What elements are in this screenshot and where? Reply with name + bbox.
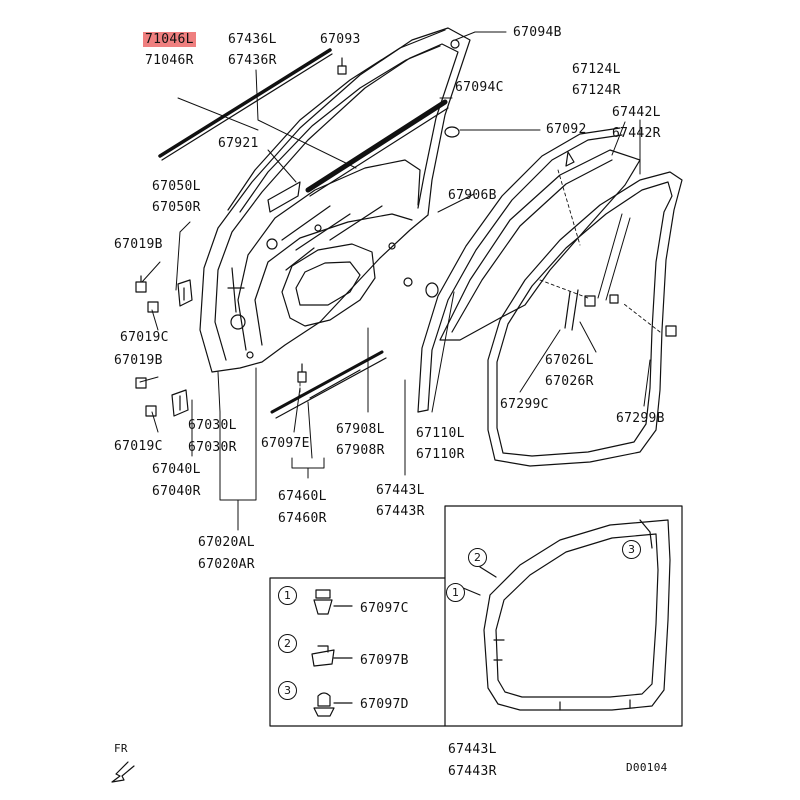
- glass-run-channel: [417, 127, 623, 413]
- part-67443R-detail: 67443R: [448, 764, 497, 779]
- callout-2-strip: 2: [468, 548, 487, 567]
- part-67026L: 67026L: [545, 353, 594, 368]
- part-67443R-main: 67443R: [376, 504, 425, 519]
- clip-b: [311, 645, 353, 667]
- part-67094C: 67094C: [455, 80, 504, 95]
- part-67097C: 67097C: [360, 601, 409, 616]
- door-weatherstrip: [487, 171, 683, 467]
- part-67093: 67093: [320, 32, 361, 47]
- part-71046L: 71046L: [143, 32, 196, 47]
- part-67442R: 67442R: [612, 126, 661, 141]
- clip-67093: [337, 57, 347, 75]
- part-67442L: 67442L: [612, 105, 661, 120]
- part-67019B-upper: 67019B: [114, 237, 163, 252]
- callout-1-strip: 1: [446, 583, 465, 602]
- diagram-code: D00104: [626, 761, 668, 774]
- lower-hinge: [171, 389, 189, 417]
- part-67110L: 67110L: [416, 426, 465, 441]
- part-67097E: 67097E: [261, 436, 310, 451]
- inset-weatherstrip: [455, 519, 671, 711]
- fr-arrow: [111, 761, 135, 783]
- upper-hinge: [177, 279, 193, 307]
- part-67124R: 67124R: [572, 83, 621, 98]
- part-67030R: 67030R: [188, 440, 237, 455]
- door-glass: [439, 149, 641, 341]
- part-67908L: 67908L: [336, 422, 385, 437]
- part-67110R: 67110R: [416, 447, 465, 462]
- part-71046R: 71046R: [145, 53, 194, 68]
- part-67443L-detail: 67443L: [448, 742, 497, 757]
- beltline-molding: [158, 48, 332, 158]
- part-67460L: 67460L: [278, 489, 327, 504]
- part-67050L: 67050L: [152, 179, 201, 194]
- inner-beltline-strip: [305, 99, 448, 193]
- part-67124L: 67124L: [572, 62, 621, 77]
- part-67019B-lower: 67019B: [114, 353, 163, 368]
- door-inner-panel: [199, 27, 471, 373]
- part-67020AL: 67020AL: [198, 535, 255, 550]
- door-lower-seal: [270, 350, 384, 414]
- part-67030L: 67030L: [188, 418, 237, 433]
- window-regulator: [597, 213, 631, 301]
- part-67906B: 67906B: [448, 188, 497, 203]
- leader-lines: [139, 31, 651, 531]
- part-67443L-main: 67443L: [376, 483, 425, 498]
- part-67026R: 67026R: [545, 374, 594, 389]
- part-67436R: 67436R: [228, 53, 277, 68]
- part-67019C-upper: 67019C: [120, 330, 169, 345]
- part-67020AR: 67020AR: [198, 557, 255, 572]
- front-direction-label: FR: [114, 742, 128, 755]
- part-67097B: 67097B: [360, 653, 409, 668]
- part-67436L: 67436L: [228, 32, 277, 47]
- part-67921: 67921: [218, 136, 259, 151]
- part-67460R: 67460R: [278, 511, 327, 526]
- part-67040R: 67040R: [152, 484, 201, 499]
- callout-3-clips: 3: [278, 681, 297, 700]
- part-67299B: 67299B: [616, 411, 665, 426]
- part-67019C-lower: 67019C: [114, 439, 163, 454]
- part-67908R: 67908R: [336, 443, 385, 458]
- part-67097D: 67097D: [360, 697, 409, 712]
- clip-c: [313, 589, 353, 615]
- part-67094B: 67094B: [513, 25, 562, 40]
- callout-3-strip: 3: [622, 540, 641, 559]
- part-67050R: 67050R: [152, 200, 201, 215]
- window-frame: [227, 29, 446, 211]
- detail-box: [269, 577, 446, 727]
- callout-1-clips: 1: [278, 586, 297, 605]
- part-67299C: 67299C: [500, 397, 549, 412]
- callout-2-clips: 2: [278, 634, 297, 653]
- part-67040L: 67040L: [152, 462, 201, 477]
- clip-d: [313, 692, 353, 717]
- part-67092: 67092: [546, 122, 587, 137]
